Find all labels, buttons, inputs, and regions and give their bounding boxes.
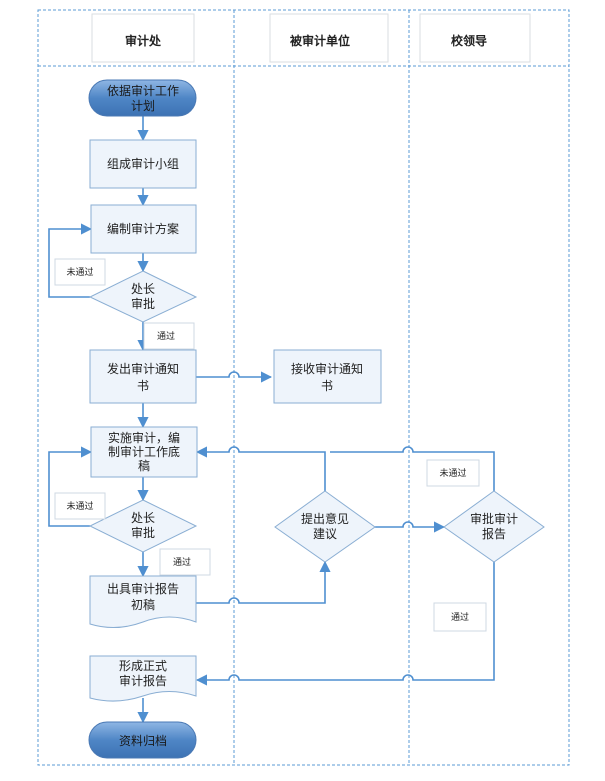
node-team: 组成审计小组 xyxy=(89,139,197,189)
node-draft-line2: 初稿 xyxy=(131,597,155,612)
node-archive: 资料归档 xyxy=(88,721,197,759)
node-draft-line1: 出具审计报告 xyxy=(107,581,179,596)
lane-header-box-leader xyxy=(419,13,531,63)
node-notice: 发出审计通知 书 xyxy=(89,349,197,404)
label-fail3: 未通过 xyxy=(439,467,466,479)
nodes: 依据审计工作 计划 组成审计小组 编制审计方案 处长 审批 发出审计通知 书 xyxy=(88,79,545,759)
node-approve1-line1: 处长 xyxy=(131,282,155,296)
edge-opinion-leader xyxy=(375,521,446,533)
decision-shape xyxy=(88,499,198,553)
label-fail1: 未通过 xyxy=(66,266,93,278)
label-box-fail1 xyxy=(54,258,106,286)
process-shape xyxy=(90,204,197,254)
label-fail2: 未通过 xyxy=(66,500,93,512)
process-shape xyxy=(273,349,382,404)
node-approve2-line1: 处长 xyxy=(131,511,155,525)
decision-shape xyxy=(443,490,545,563)
edge-draft-opinion xyxy=(196,560,331,604)
label-box-pass1 xyxy=(143,322,195,350)
terminal-shape xyxy=(88,79,197,117)
decision-shape xyxy=(88,270,198,323)
node-notice-line2: 书 xyxy=(137,379,149,393)
node-approve1: 处长 审批 xyxy=(88,270,198,323)
node-implement-line2: 制审计工作底 xyxy=(108,444,180,459)
node-leader: 审批审计 报告 xyxy=(443,490,545,563)
decision-shape xyxy=(274,490,376,563)
edge-notice-receive xyxy=(196,371,273,383)
edge-labels: 未通过 通过 未通过 通过 未通过 通过 xyxy=(54,258,487,632)
label-box-fail2 xyxy=(54,492,106,520)
node-opinion: 提出意见 建议 xyxy=(274,490,376,563)
lane-title-leader: 校领导 xyxy=(451,33,487,48)
process-shape xyxy=(89,139,197,189)
node-draft: 出具审计报告 初稿 xyxy=(89,575,197,628)
document-shape xyxy=(89,655,197,702)
terminal-shape xyxy=(88,721,197,759)
node-approve2-line2: 审批 xyxy=(131,525,155,540)
edge-leader-final xyxy=(195,562,495,686)
node-opinion-line2: 建议 xyxy=(313,527,337,541)
edge-leader-fail-loop xyxy=(330,446,495,491)
node-notice-line1: 发出审计通知 xyxy=(107,361,179,376)
connectors xyxy=(48,116,495,724)
node-receive: 接收审计通知 书 xyxy=(273,349,382,404)
label-pass1: 通过 xyxy=(157,330,175,342)
lanes-outer-border xyxy=(37,9,570,766)
label-pass2: 通过 xyxy=(173,556,191,568)
node-team-line1: 组成审计小组 xyxy=(107,156,179,171)
lane-title-audit: 审计处 xyxy=(125,33,162,48)
node-start-line1: 依据审计工作 xyxy=(107,83,179,98)
node-start: 依据审计工作 计划 xyxy=(88,79,197,117)
edge-approve2-fail-loop xyxy=(48,446,93,527)
node-final-line2: 审计报告 xyxy=(119,673,167,688)
lane-header-box-audited xyxy=(269,13,389,63)
swimlanes: 审计处 被审计单位 校领导 xyxy=(37,9,570,766)
label-box-pass3 xyxy=(433,602,487,632)
node-receive-line2: 书 xyxy=(321,379,333,393)
node-final-line1: 形成正式 xyxy=(119,659,167,673)
edge-opinion-implement xyxy=(195,446,326,491)
lane-header-box-audit xyxy=(91,13,195,63)
node-implement: 实施审计，编 制审计工作底 稿 xyxy=(90,426,198,478)
node-leader-line1: 审批审计 xyxy=(470,511,518,526)
node-opinion-line1: 提出意见 xyxy=(301,511,349,526)
node-implement-line3: 稿 xyxy=(138,458,150,473)
document-shape xyxy=(89,575,197,628)
node-leader-line2: 报告 xyxy=(482,526,506,541)
edge-approve1-fail-loop xyxy=(48,223,93,298)
node-archive-line1: 资料归档 xyxy=(119,734,167,748)
process-shape xyxy=(90,426,198,478)
label-pass3: 通过 xyxy=(451,611,469,623)
node-implement-line1: 实施审计，编 xyxy=(108,430,180,445)
process-shape xyxy=(89,349,197,404)
node-final: 形成正式 审计报告 xyxy=(89,655,197,702)
lane-title-audited: 被审计单位 xyxy=(290,33,350,48)
node-approve1-line2: 审批 xyxy=(131,296,155,311)
label-box-pass2 xyxy=(159,548,211,576)
node-approve2: 处长 审批 xyxy=(88,499,198,553)
node-start-line2: 计划 xyxy=(131,99,155,113)
node-plan-line1: 编制审计方案 xyxy=(107,221,179,236)
node-receive-line1: 接收审计通知 xyxy=(291,361,363,376)
label-box-fail3 xyxy=(426,459,480,487)
node-plan: 编制审计方案 xyxy=(90,204,197,254)
